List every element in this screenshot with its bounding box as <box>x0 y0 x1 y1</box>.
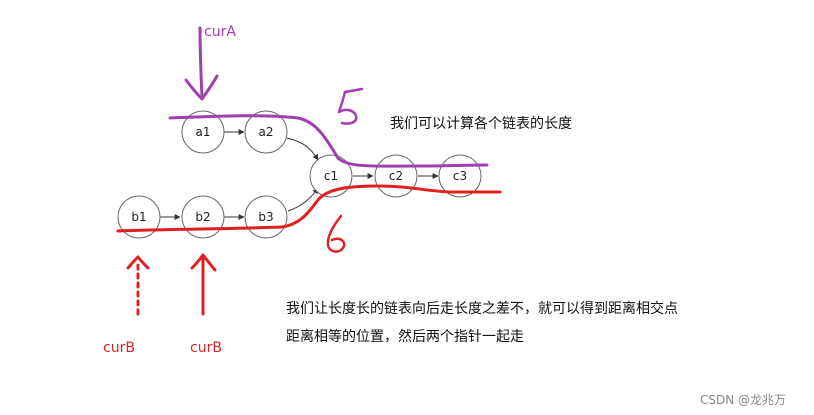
node-c2-label: c2 <box>389 169 403 183</box>
note-compute-length: 我们可以计算各个链表的长度 <box>390 116 572 132</box>
node-a2: a2 <box>244 110 288 154</box>
node-a2-label: a2 <box>259 125 274 139</box>
node-b1-circle <box>117 195 161 239</box>
link-a2-c1 <box>286 137 319 161</box>
note-explain-line2: 距离相等的位置，然后两个指针一起走 <box>286 329 524 345</box>
watermark: CSDN @龙兆万 <box>700 393 787 407</box>
list-a-highlight-path <box>168 114 489 168</box>
cur-b-solid-arrow-head <box>190 253 217 272</box>
cur-a-arrow-shaft <box>198 26 204 100</box>
node-b2: b2 <box>181 195 225 239</box>
cur-b-dashed-label: curB <box>103 340 135 356</box>
length-a-glyph <box>337 90 358 125</box>
note-explain-line1: 我们让长度长的链表向后走长度之差不，就可以得到距离相交点 <box>286 301 678 317</box>
node-c1-circle <box>309 154 353 198</box>
length-b-glyph <box>326 214 346 253</box>
node-a1-label: a1 <box>196 125 211 139</box>
node-a1: a1 <box>181 110 225 154</box>
node-b1: b1 <box>117 195 161 239</box>
node-a2-circle <box>244 110 288 154</box>
cur-a-arrow-head <box>184 74 219 101</box>
cur-a-label: curA <box>204 24 236 40</box>
length-a-glyph-top <box>343 87 364 94</box>
cur-b-dashed-arrow-head <box>126 255 150 270</box>
node-c2: c2 <box>374 154 418 198</box>
node-c1: c1 <box>309 154 353 198</box>
node-b1-label: b1 <box>131 210 146 224</box>
list-b-highlight-path <box>116 184 502 233</box>
node-b3-label: b3 <box>258 210 273 224</box>
cur-b-solid-label: curB <box>190 340 222 356</box>
node-c1-label: c1 <box>324 169 338 183</box>
node-b3: b3 <box>244 195 288 239</box>
node-b2-label: b2 <box>195 210 210 224</box>
node-c3-label: c3 <box>453 169 467 183</box>
node-a1-circle <box>181 110 225 154</box>
